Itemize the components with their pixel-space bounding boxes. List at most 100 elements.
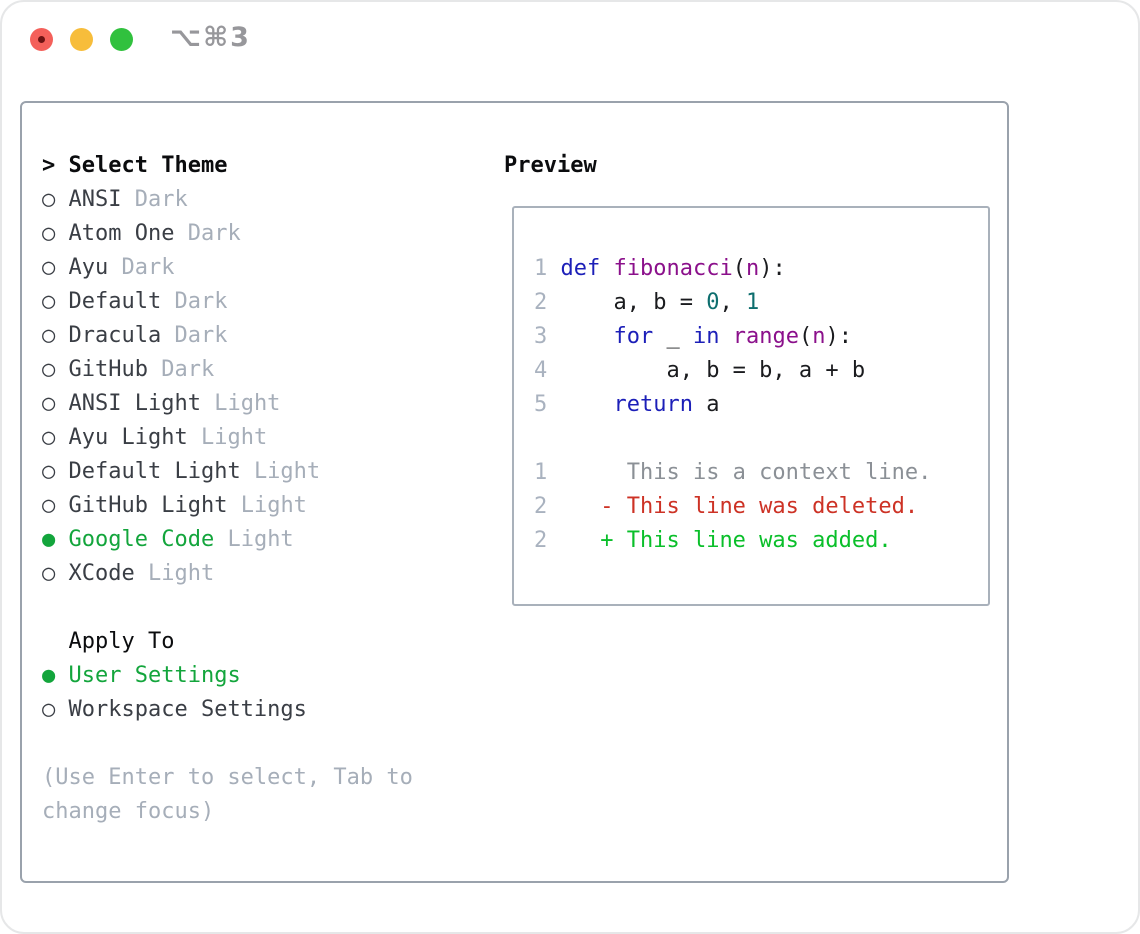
- radio-icon: ○: [42, 221, 69, 246]
- code-token: [600, 256, 613, 281]
- theme-list-items: ○ ANSI Dark○ Atom One Dark○ Ayu Dark○ De…: [42, 183, 504, 591]
- window-title: ⌥⌘3: [170, 22, 251, 53]
- code-token: fibonacci: [613, 256, 733, 281]
- theme-option-github[interactable]: ○ GitHub Dark: [42, 353, 504, 387]
- theme-list-column: > Select Theme ○ ANSI Dark○ Atom One Dar…: [42, 149, 504, 881]
- line-number: 1: [534, 256, 561, 281]
- code-line: 3 for _ in range(n):: [534, 320, 988, 354]
- theme-name: ANSI Light: [68, 391, 201, 416]
- theme-variant: Dark: [174, 323, 228, 348]
- help-text-line-2: change focus): [42, 799, 215, 824]
- code-token: a, b =: [560, 290, 707, 315]
- code-token: in: [692, 324, 720, 349]
- theme-name: GitHub Light: [68, 493, 228, 518]
- theme-name: Atom One: [68, 221, 175, 246]
- diff-line: 2 + This line was added.: [534, 524, 988, 558]
- apply-option-label: Workspace Settings: [68, 697, 307, 722]
- code-token: [719, 324, 732, 349]
- close-dot-icon: [38, 36, 45, 43]
- line-number: 1: [534, 460, 561, 485]
- radio-icon: ○: [42, 391, 69, 416]
- help-text-line-1: (Use Enter to select, Tab to: [42, 765, 413, 790]
- theme-option-default-light[interactable]: ○ Default Light Light: [42, 455, 504, 489]
- theme-option-xcode[interactable]: ○ XCode Light: [42, 557, 504, 591]
- radio-icon: ○: [42, 289, 69, 314]
- code-token: a: [692, 392, 720, 417]
- theme-option-atom-one[interactable]: ○ Atom One Dark: [42, 217, 504, 251]
- code-token: n: [745, 256, 760, 281]
- titlebar: ⌥⌘3: [2, 2, 1138, 82]
- select-theme-title: Select Theme: [68, 153, 228, 178]
- code-token: n: [812, 324, 826, 349]
- code-token: [561, 324, 614, 349]
- theme-name: GitHub: [68, 357, 148, 382]
- radio-icon: ○: [42, 493, 69, 518]
- radio-icon: ●: [42, 663, 69, 688]
- theme-variant: Dark: [134, 187, 188, 212]
- theme-selector-panel: > Select Theme ○ ANSI Dark○ Atom One Dar…: [20, 101, 1009, 883]
- theme-variant: Light: [147, 561, 215, 586]
- radio-icon: ○: [42, 255, 69, 280]
- code-token: 0: [706, 290, 720, 315]
- spacer-line: [42, 591, 504, 625]
- code-token: (: [732, 256, 746, 281]
- line-number: 3: [534, 324, 561, 349]
- apply-option-user-settings[interactable]: ● User Settings: [42, 659, 504, 693]
- line-number: 5: [534, 392, 561, 417]
- diff-line: 2 - This line was deleted.: [534, 490, 988, 524]
- spacer-line: [42, 727, 504, 761]
- line-number: 2: [534, 494, 561, 519]
- code-token: ,: [719, 290, 746, 315]
- radio-icon: ○: [42, 323, 69, 348]
- theme-option-google-code[interactable]: ● Google Code Light: [42, 523, 504, 557]
- line-number: 2: [534, 528, 561, 553]
- radio-icon: ○: [42, 357, 69, 382]
- theme-option-dracula[interactable]: ○ Dracula Dark: [42, 319, 504, 353]
- theme-variant: Light: [253, 459, 321, 484]
- code-token: (: [798, 324, 813, 349]
- line-number: 4: [534, 358, 561, 383]
- theme-option-ayu[interactable]: ○ Ayu Dark: [42, 251, 504, 285]
- theme-name: Google Code: [68, 527, 215, 552]
- code-token: ):: [825, 324, 852, 349]
- code-token: def: [560, 256, 601, 281]
- code-line: 1 def fibonacci(n):: [534, 252, 988, 286]
- traffic-lights: [30, 28, 133, 51]
- theme-option-ansi[interactable]: ○ ANSI Dark: [42, 183, 504, 217]
- theme-option-ayu-light[interactable]: ○ Ayu Light Light: [42, 421, 504, 455]
- apply-to-options: ● User Settings○ Workspace Settings: [42, 659, 504, 727]
- radio-icon: ○: [42, 459, 69, 484]
- code-token: - This line was deleted.: [560, 494, 919, 519]
- code-token: + This line was added.: [560, 528, 892, 553]
- theme-variant: Light: [240, 493, 307, 518]
- theme-variant: Dark: [187, 221, 241, 246]
- theme-option-ansi-light[interactable]: ○ ANSI Light Light: [42, 387, 504, 421]
- code-token: range: [732, 324, 799, 349]
- radio-icon: ●: [42, 527, 69, 552]
- close-button[interactable]: [30, 28, 53, 51]
- cursor-prefix-icon: >: [42, 153, 69, 178]
- theme-variant: Dark: [161, 357, 215, 382]
- theme-option-github-light[interactable]: ○ GitHub Light Light: [42, 489, 504, 523]
- apply-option-label: User Settings: [68, 663, 241, 688]
- theme-variant: Dark: [121, 255, 175, 280]
- code-token: This is a context line.: [560, 460, 932, 485]
- select-theme-header: > Select Theme: [42, 149, 504, 183]
- theme-option-default[interactable]: ○ Default Dark: [42, 285, 504, 319]
- code-line: 5 return a: [534, 388, 988, 422]
- theme-name: Default Light: [68, 459, 241, 484]
- apply-option-workspace-settings[interactable]: ○ Workspace Settings: [42, 693, 504, 727]
- theme-name: Dracula: [68, 323, 162, 348]
- minimize-button[interactable]: [70, 28, 93, 51]
- line-number: 2: [534, 290, 561, 315]
- code-line: 4 a, b = b, a + b: [534, 354, 988, 388]
- zoom-button[interactable]: [110, 28, 133, 51]
- radio-icon: ○: [42, 697, 69, 722]
- radio-icon: ○: [42, 425, 69, 450]
- diff-line: 1 This is a context line.: [534, 456, 988, 490]
- code-token: 1: [745, 290, 760, 315]
- theme-name: XCode: [68, 561, 135, 586]
- theme-variant: Light: [214, 391, 281, 416]
